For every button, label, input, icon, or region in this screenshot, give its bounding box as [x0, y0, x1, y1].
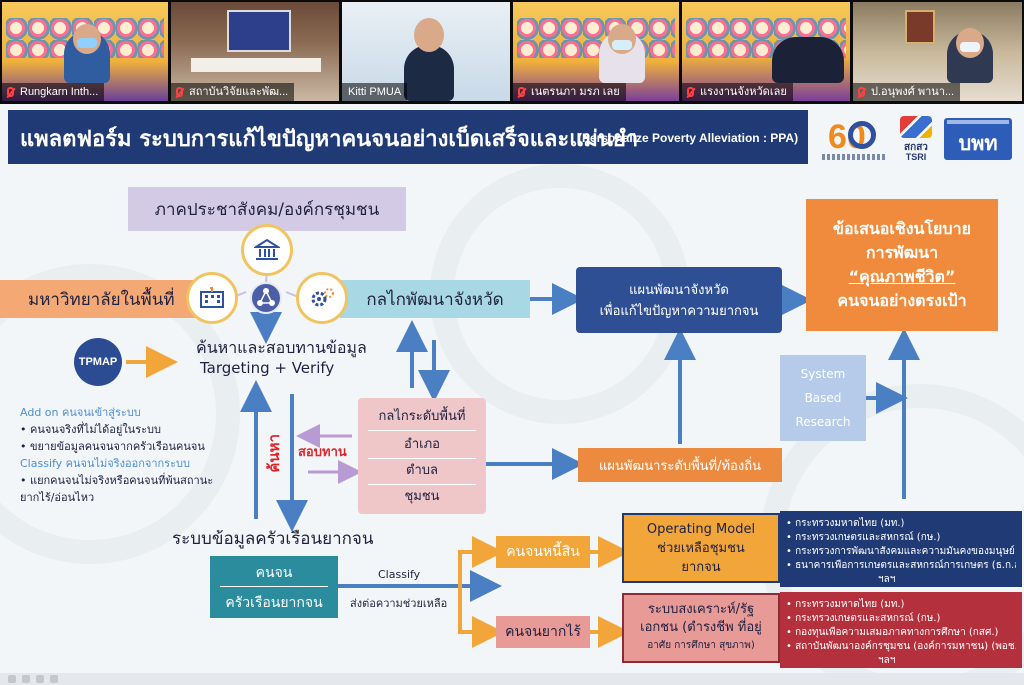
room-screen — [227, 10, 291, 52]
institution-circle — [241, 224, 293, 276]
destitute-poor-box: คนจนยากไร้ — [496, 616, 590, 648]
pen-icon[interactable] — [22, 675, 30, 683]
civil-society-box: ภาคประชาสังคม/องค์กรชุมชน — [128, 187, 406, 231]
zoom-icon[interactable] — [36, 675, 44, 683]
welfare-agency-list: • กระทรวงมหาดไทย (มท.) • กระทรวงเกษตรและ… — [780, 592, 1022, 668]
policy-proposal-box: ข้อเสนอเชิงนโยบาย การพัฒนา “คุณภาพชีวิต”… — [806, 199, 998, 331]
classify-label: Classify — [378, 568, 421, 581]
add-classify-notes: Add on คนจนเข้าสู่ระบบ • คนจนจริงที่ไม่ไ… — [20, 406, 214, 504]
participant-tile[interactable]: สถาบันวิจัยและพัฒ... — [171, 2, 339, 101]
slide-subtitle: (Personalize Poverty Alleviation : PPA) — [578, 131, 799, 145]
university-circle — [186, 272, 238, 324]
bank-building-icon — [244, 227, 290, 273]
participant-name: แรงงานจังหวัดเลย — [682, 83, 793, 101]
tsri-logo: สกสว TSRI — [896, 116, 936, 164]
subdistrict-label: ตำบล — [406, 463, 438, 478]
local-plan-box: แผนพัฒนาระดับพื้นที่/ท้องถิ่น — [578, 448, 782, 482]
slide-toolbar — [0, 673, 1024, 685]
university-building-icon — [189, 275, 235, 321]
participant-name: Rungkarn Inth... — [2, 83, 105, 101]
participant-tile[interactable]: เนตรนภา มรภ เลย — [513, 2, 679, 101]
provincial-plan-box: แผนพัฒนาจังหวัด เพื่อแก้ไขปัญหาความยากจน — [576, 267, 782, 333]
muted-mic-icon — [687, 87, 694, 97]
household-system-title: ระบบข้อมูลครัวเรือนยากจน — [172, 529, 374, 549]
welfare-system-box: ระบบสงเคราะห์/รัฐ เอกชน (ดำรงชีพ ที่อยู่… — [622, 593, 780, 663]
poor-household-box: คนจน ครัวเรือนยากจน — [210, 556, 338, 618]
pmua-logo: บพท — [944, 118, 1012, 160]
participant-tile[interactable]: Rungkarn Inth... — [2, 2, 168, 101]
slide-header: แพลตฟอร์ม ระบบการแก้ไขปัญหาคนจนอย่างเบ็ด… — [8, 110, 808, 164]
participant-tile[interactable]: ป.อนุพงศ์ พานา... — [853, 2, 1022, 101]
muted-mic-icon — [7, 87, 14, 97]
community-label: ชุมชน — [404, 489, 440, 504]
district-label: อำเภอ — [404, 437, 440, 452]
search-verify-label: ค้นหาและสอบทานข้อมูล — [196, 338, 367, 357]
in-debt-poor-box: คนจนหนี้สิน — [496, 536, 590, 568]
participant-tile-active-speaker[interactable]: Kitti PMUA — [342, 2, 510, 101]
operating-model-box: Operating Model ช่วยเหลือชุมชน ยากจน — [622, 513, 780, 583]
send-help-label: ส่งต่อความช่วยเหลือ — [350, 597, 448, 610]
search-vertical-label: ค้นหา — [265, 434, 283, 473]
local-university-box: มหาวิทยาลัยในพื้นที่ — [0, 280, 196, 318]
wall-picture — [905, 10, 935, 44]
system-based-research-box: System Based Research — [780, 355, 866, 441]
muted-mic-icon — [176, 87, 183, 97]
prev-slide-icon[interactable] — [8, 675, 16, 683]
local-mechanism-panel: กลไกระดับพื้นที่ อำเภอ ตำบล ชุมชน — [358, 398, 486, 514]
muted-mic-icon — [518, 87, 525, 97]
arrow-to-debt — [458, 536, 504, 586]
participant-tile[interactable]: แรงงานจังหวัดเลย — [682, 2, 850, 101]
tpmap-logo: TPMAP — [74, 338, 122, 386]
participant-name: เนตรนภา มรภ เลย — [513, 83, 626, 101]
participant-name: Kitti PMUA — [342, 83, 408, 101]
gears-icon — [299, 275, 345, 321]
sixty-year-logo: 60 — [822, 118, 886, 162]
muted-mic-icon — [858, 87, 865, 97]
local-mechanism-title: กลไกระดับพื้นที่ — [378, 409, 466, 424]
targeting-verify-label: Targeting + Verify — [200, 359, 335, 377]
slide-title: แพลตฟอร์ม ระบบการแก้ไขปัญหาคนจนอย่างเบ็ด… — [20, 127, 639, 152]
mechanism-circle — [296, 272, 348, 324]
network-hub-icon — [250, 282, 282, 314]
review-label: สอบทาน — [298, 445, 347, 460]
more-options-icon[interactable] — [50, 675, 58, 683]
video-participant-strip: Rungkarn Inth... สถาบันวิจัยและพัฒ... Ki… — [0, 0, 1024, 104]
participant-name: ป.อนุพงศ์ พานา... — [853, 83, 961, 101]
provincial-mechanism-box: กลไกพัฒนาจังหวัด — [340, 280, 530, 318]
participant-name: สถาบันวิจัยและพัฒ... — [171, 83, 295, 101]
arrow-to-poor — [458, 586, 504, 648]
debt-agency-list: • กระทรวงมหาดไทย (มท.) • กระทรวงเกษตรและ… — [780, 511, 1022, 587]
shared-slide: แพลตฟอร์ม ระบบการแก้ไขปัญหาคนจนอย่างเบ็ด… — [0, 104, 1024, 685]
